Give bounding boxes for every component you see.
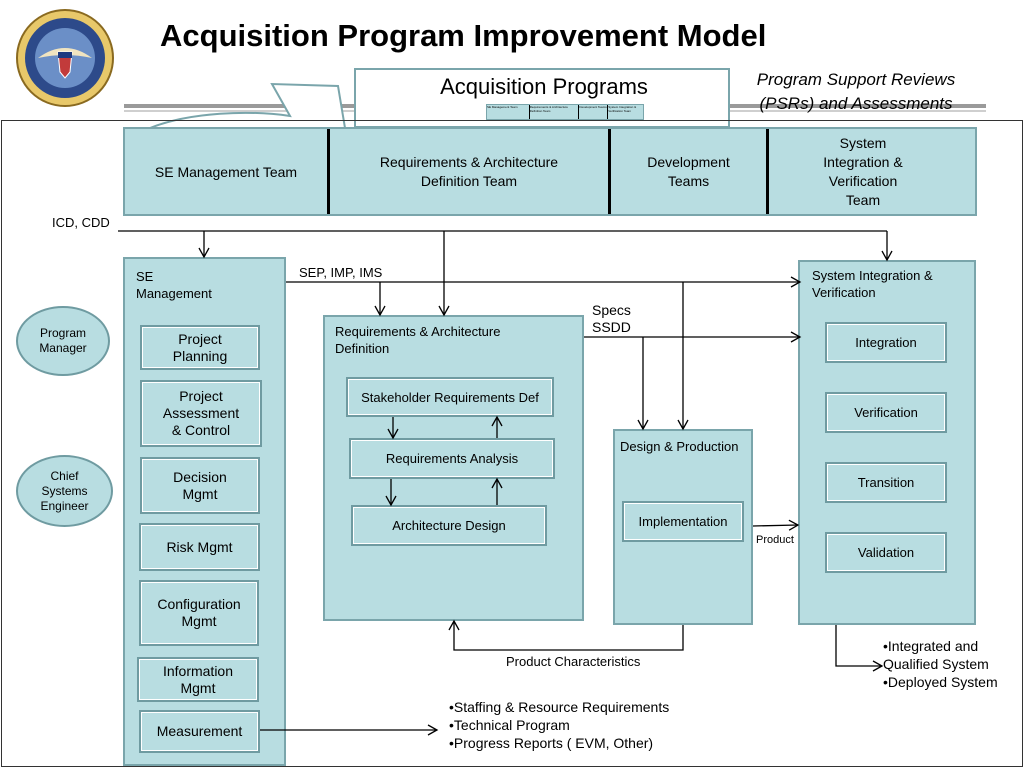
list-item: Deployed System: [883, 673, 998, 691]
se-item-decision-mgmt: Decision Mgmt: [140, 457, 260, 514]
req-item-architecture: Architecture Design: [351, 505, 547, 546]
team-divider: [766, 129, 769, 214]
siv-item-validation: Validation: [825, 532, 947, 573]
list-item: Technical Program: [449, 716, 669, 734]
model-frame: [1, 120, 1023, 767]
se-item-information-mgmt: Information Mgmt: [137, 657, 259, 702]
mini-cell: SE Management Team: [487, 105, 530, 119]
se-item-project-assessment: Project Assessment & Control: [140, 380, 262, 447]
label-product: Product: [756, 534, 794, 546]
se-item-project-planning: Project Planning: [140, 325, 260, 370]
outputs-bottom-list: Staffing & Resource Requirements Technic…: [449, 698, 669, 752]
outputs-right-list: Integrated and Qualified System Deployed…: [883, 637, 998, 691]
dp-item-implementation: Implementation: [622, 501, 744, 542]
team-divider: [608, 129, 611, 214]
label-icd-cdd: ICD, CDD: [52, 215, 110, 230]
se-item-configuration-mgmt: Configuration Mgmt: [139, 580, 259, 646]
acquisition-programs-box: Acquisition Programs SE Management Team …: [354, 68, 730, 128]
mini-cell: Requirements & Architecture Definition T…: [530, 105, 580, 119]
siv-item-transition: Transition: [825, 462, 947, 503]
acquisition-programs-mini-chart: SE Management Team Requirements & Archit…: [486, 104, 644, 120]
role-chief-systems-engineer: Chief Systems Engineer: [16, 455, 113, 527]
label-sep-imp-ims: SEP, IMP, IMS: [299, 265, 383, 280]
req-item-stakeholder: Stakeholder Requirements Def: [346, 377, 554, 417]
team-req-arch: Requirements & Architecture Definition T…: [379, 153, 559, 189]
label-product-characteristics: Product Characteristics: [506, 654, 641, 669]
list-item: Progress Reports ( EVM, Other): [449, 734, 669, 752]
req-arch-title: Requirements & Architecture Definition: [335, 324, 501, 356]
teams-bar: SE Management Team Requirements & Archit…: [123, 127, 977, 216]
mini-cell: Development Teams: [579, 105, 609, 119]
siv-item-integration: Integration: [825, 322, 947, 363]
acquisition-programs-label: Acquisition Programs: [440, 74, 648, 99]
psr-note: Program Support Reviews (PSRs) and Asses…: [756, 70, 956, 113]
design-production-title: Design & Production: [620, 439, 739, 454]
label-specs-ssdd: Specs SSDD: [592, 302, 631, 335]
role-program-manager: Program Manager: [16, 306, 110, 376]
list-item: Integrated and Qualified System: [883, 637, 998, 673]
siv-title: System Integration & Verification: [812, 268, 933, 300]
siv-item-verification: Verification: [825, 392, 947, 433]
team-siv: System Integration & Verification Team: [823, 134, 903, 208]
page-title: Acquisition Program Improvement Model: [160, 18, 767, 53]
team-divider: [327, 129, 330, 214]
team-se-management: SE Management Team: [154, 163, 298, 180]
se-item-measurement: Measurement: [139, 710, 260, 753]
se-item-risk-mgmt: Risk Mgmt: [139, 523, 260, 571]
req-item-analysis: Requirements Analysis: [349, 438, 555, 479]
list-item: Staffing & Resource Requirements: [449, 698, 669, 716]
team-development: Development Teams: [647, 153, 730, 189]
mini-cell: System Integration & Verification Team: [608, 105, 637, 113]
se-management-title: SE Management: [136, 269, 212, 301]
dod-seal-icon: [8, 8, 122, 108]
